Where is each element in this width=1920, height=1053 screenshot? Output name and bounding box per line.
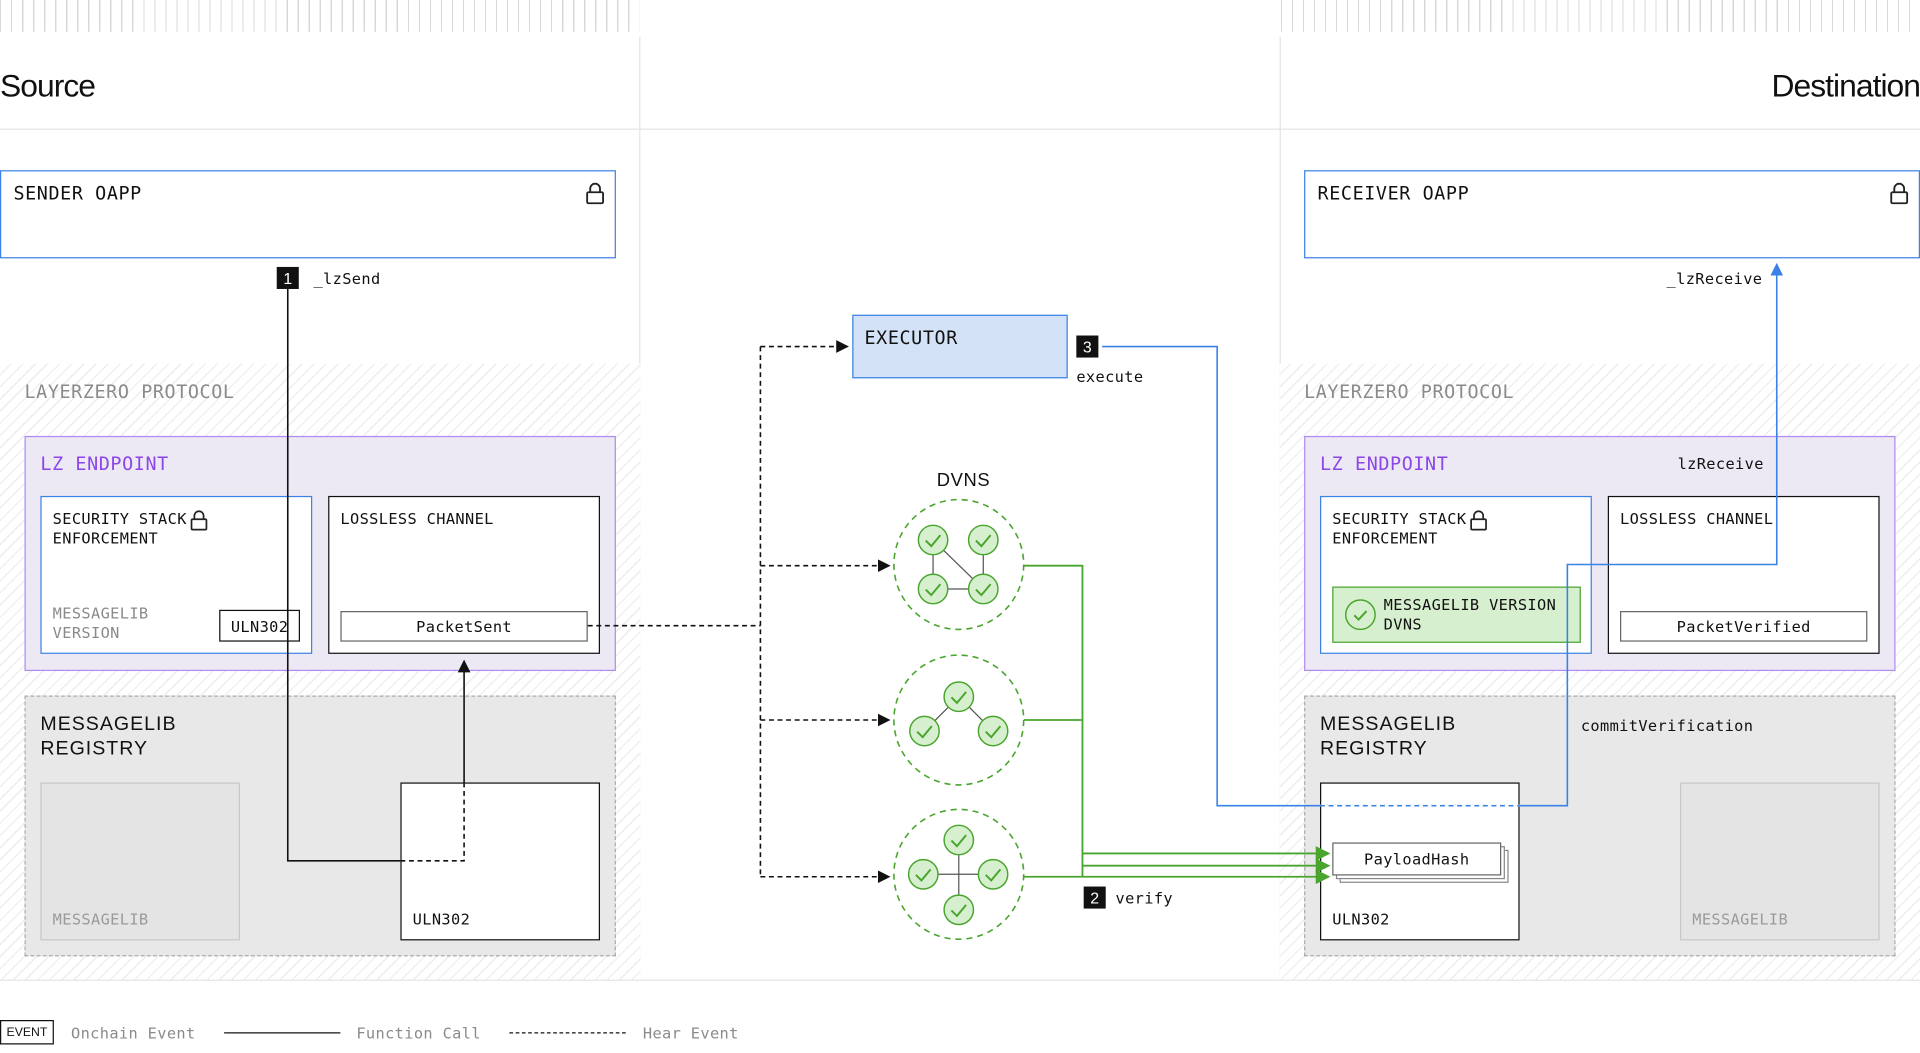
source-uln-chip[interactable]: ULN302 — [219, 609, 301, 642]
check-icon — [967, 524, 999, 556]
check-icon — [1344, 599, 1376, 631]
lzsend-call-line — [286, 288, 401, 862]
lock-icon — [1470, 510, 1487, 531]
check-icon — [917, 573, 949, 605]
messagelib-dvns-label: MESSAGELIB VERSION DVNS — [1383, 595, 1557, 634]
step-1-badge: 1 — [276, 266, 299, 289]
lzsend-label: _lzSend — [313, 269, 381, 288]
source-uln302-box[interactable]: ULN302 — [400, 782, 601, 941]
destination-lossless-label: LOSSLESS CHANNEL — [1620, 509, 1774, 528]
dvn-node-3 — [893, 808, 1025, 940]
destination-messagelib-box[interactable]: MESSAGELIB — [1680, 782, 1880, 941]
destination-uln302-label: ULN302 — [1332, 909, 1390, 929]
destination-messagelib-label: MESSAGELIB — [1692, 909, 1789, 929]
top-ruler-left — [0, 0, 640, 32]
legend-dashed-line — [509, 1032, 626, 1034]
messagelib-dvns-chip[interactable]: MESSAGELIB VERSION DVNS — [1332, 586, 1581, 643]
dvn-node-1 — [893, 498, 1025, 631]
destination-heading: Destination — [1771, 67, 1920, 105]
source-endpoint-label: LZ ENDPOINT — [40, 453, 169, 476]
source-uln302-label: ULN302 — [412, 909, 471, 929]
packet-sent-event[interactable]: PacketSent — [340, 611, 588, 642]
verify-trunk — [1023, 564, 1084, 877]
check-icon — [943, 894, 975, 926]
source-lossless-label: LOSSLESS CHANNEL — [340, 509, 494, 528]
lzreceive-call-label: _lzReceive — [1666, 269, 1763, 288]
source-messagelib-label: MESSAGELIB — [52, 909, 149, 929]
dvn-node-2 — [893, 654, 1025, 786]
receiver-oapp-label: RECEIVER OAPP — [1317, 182, 1470, 205]
packet-verified-event[interactable]: PacketVerified — [1620, 611, 1868, 642]
lock-icon — [586, 182, 604, 205]
destination-security-label: SECURITY STACK ENFORCEMENT — [1332, 509, 1467, 548]
check-icon — [917, 524, 949, 556]
source-protocol-label: LAYERZERO PROTOCOL — [24, 380, 235, 403]
verify-label: verify — [1115, 888, 1174, 908]
check-icon — [943, 681, 975, 713]
destination-protocol-label: LAYERZERO PROTOCOL — [1304, 380, 1515, 403]
executor-box[interactable]: EXECUTOR — [852, 314, 1068, 379]
lock-icon — [190, 510, 208, 531]
source-security-label: SECURITY STACK ENFORCEMENT — [52, 509, 187, 548]
lzreceive-label: lzReceive — [1677, 454, 1764, 473]
destination-registry-label: MESSAGELIB REGISTRY — [1320, 713, 1457, 760]
top-ruler-right — [1280, 0, 1920, 32]
source-messagelib-version-label: MESSAGELIB VERSION — [52, 603, 149, 642]
check-icon — [907, 858, 939, 890]
check-icon — [977, 858, 1009, 890]
destination-endpoint-label: LZ ENDPOINT — [1320, 453, 1449, 476]
destination-lossless-channel: LOSSLESS CHANNEL PacketVerified — [1607, 495, 1880, 654]
step-2-badge: 2 — [1083, 886, 1106, 909]
check-icon — [909, 715, 940, 747]
commit-verification-label: commitVerification — [1580, 716, 1754, 735]
execute-label: execute — [1076, 367, 1144, 386]
dvns-label: DVNS — [936, 470, 991, 492]
executor-label: EXECUTOR — [864, 326, 958, 349]
source-security-stack: SECURITY STACK ENFORCEMENT MESSAGELIB VE… — [40, 495, 313, 654]
uln-hear-line — [400, 783, 465, 862]
source-lossless-channel: LOSSLESS CHANNEL PacketSent — [328, 495, 601, 654]
sender-oapp-label: SENDER OAPP — [13, 182, 142, 205]
legend-event-badge: EVENT — [0, 1020, 54, 1045]
legend-onchain-event: Onchain Event — [71, 1023, 196, 1043]
legend-function-call: Function Call — [356, 1023, 481, 1043]
check-icon — [967, 573, 999, 605]
receiver-oapp-box[interactable]: RECEIVER OAPP — [1304, 170, 1920, 259]
execute-line — [1102, 262, 1784, 807]
legend-solid-line — [224, 1032, 341, 1034]
source-heading: Source — [0, 67, 96, 105]
check-icon — [977, 715, 1009, 747]
check-icon — [943, 824, 975, 856]
source-messagelib-box[interactable]: MESSAGELIB — [40, 782, 241, 941]
lock-icon — [1890, 182, 1909, 205]
destination-security-stack: SECURITY STACK ENFORCEMENT MESSAGELIB VE… — [1320, 495, 1592, 654]
step-3-badge: 3 — [1076, 335, 1099, 358]
header-rule — [0, 128, 1920, 130]
legend-hear-event: Hear Event — [642, 1023, 739, 1043]
footer-rule — [0, 979, 1920, 981]
payload-hash-card[interactable]: PayloadHash — [1332, 842, 1502, 876]
source-registry-label: MESSAGELIB REGISTRY — [40, 713, 177, 760]
sender-oapp-box[interactable]: SENDER OAPP — [0, 170, 616, 259]
